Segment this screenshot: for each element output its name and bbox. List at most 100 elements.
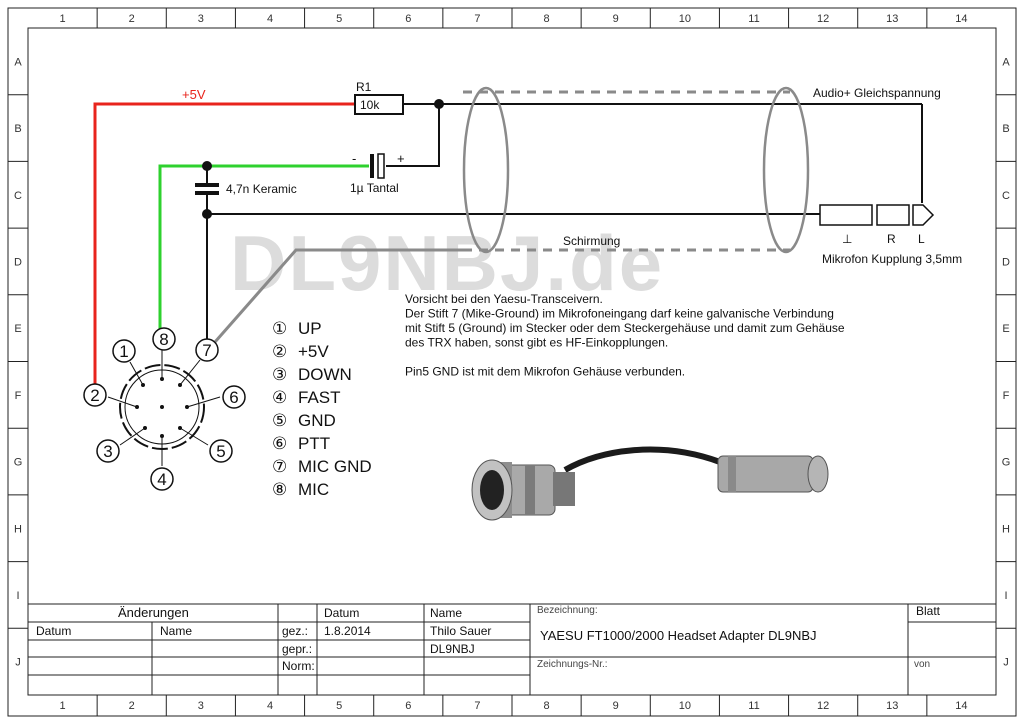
pin-center (160, 405, 164, 409)
pin-circle-1 (112, 339, 136, 363)
notes-block: Vorsicht bei den Yaesu-Transceivern.Der … (405, 292, 845, 379)
pin-legend-number: ① (272, 319, 287, 338)
grid-col-bottom: 1 (60, 700, 66, 712)
leader-1 (129, 361, 144, 386)
jack-l-label: L (918, 232, 925, 246)
ceramic-label: 4,7n Keramic (226, 182, 297, 196)
tantal-minus: - (352, 151, 356, 166)
grid-row-left: J (15, 657, 21, 669)
grid-row-right: I (1004, 590, 1007, 602)
pin-legend-label: MIC (298, 480, 329, 499)
aenderungen-name-col: Name (160, 624, 192, 638)
din-connector (107, 350, 221, 466)
aenderungen-header: Änderungen (118, 605, 189, 620)
gepr-name: DL9NBJ (430, 642, 475, 656)
pin-circle-4 (150, 467, 174, 491)
photo-jack-ring (728, 456, 736, 492)
grid-col-top: 3 (198, 13, 204, 25)
grid-row-left: D (14, 256, 22, 268)
grid-col-bottom: 8 (544, 700, 550, 712)
title-block (28, 603, 996, 695)
wire-plus5v (93, 102, 355, 395)
photo-plug-tail (553, 472, 575, 506)
r1-name: R1 (356, 80, 372, 94)
grid-col-top: 9 (613, 13, 619, 25)
jack-sleeve (819, 204, 873, 226)
note-line: Pin5 GND ist mit dem Mikrofon Gehäuse ve… (405, 365, 685, 379)
jack-ring (876, 204, 910, 226)
pin-number-8: 8 (159, 330, 168, 349)
pin-legend-label: UP (298, 319, 322, 338)
grid-row-left: I (16, 590, 19, 602)
pin-legend-number: ⑤ (272, 411, 287, 430)
adapter-photo (471, 446, 829, 521)
grid-col-top: 1 (60, 13, 66, 25)
wire-mic (158, 164, 207, 330)
grid-row-left: G (14, 457, 23, 469)
grid-col-bottom: 11 (748, 700, 759, 712)
grid-row-right: B (1002, 123, 1009, 135)
grid-col-top: 13 (886, 13, 898, 25)
photo-plug-socket (480, 470, 504, 510)
pin-number-1: 1 (119, 342, 128, 361)
pin-circle-6 (222, 385, 246, 409)
pin-legend-label: DOWN (298, 365, 352, 384)
leader-6 (186, 396, 221, 408)
blatt-label: Blatt (916, 604, 941, 618)
grid-row-right: A (1002, 56, 1010, 68)
pin-legend-number: ③ (272, 365, 287, 384)
pin-legend-number: ⑦ (272, 457, 287, 476)
grid-col-top: 6 (405, 13, 411, 25)
grid-col-bottom: 10 (679, 700, 691, 712)
watermark: DL9NBJ.de (230, 219, 664, 307)
pin-legend-number: ② (272, 342, 287, 361)
pin-circle-2 (83, 383, 107, 407)
von-label: von (914, 659, 930, 670)
note-line: Der Stift 7 (Mike-Ground) im Mikrofonein… (405, 307, 834, 321)
pin-circle-5 (209, 439, 233, 463)
note-line: mit Stift 5 (Ground) im Stecker oder dem… (405, 321, 845, 335)
pin-legend-number: ⑥ (272, 434, 287, 453)
pin-circle-8 (152, 327, 176, 351)
note-line: Vorsicht bei den Yaesu-Transceivern. (405, 292, 603, 306)
plus5v-label: +5V (182, 87, 206, 102)
pin-legend-label: MIC GND (298, 457, 372, 476)
name-header: Name (430, 606, 462, 620)
grid-row-right: F (1003, 390, 1010, 402)
leader-3 (119, 427, 146, 446)
shield-ellipse-left (462, 86, 510, 254)
leader-5 (179, 427, 209, 446)
grid-col-bottom: 9 (613, 700, 619, 712)
grid-row-left: F (15, 390, 22, 402)
grid-col-bottom: 4 (267, 700, 273, 712)
pin-number-7: 7 (202, 341, 211, 360)
gez-label: gez.: (282, 624, 308, 638)
pin-circle-7 (195, 338, 219, 362)
tantal-label: 1µ Tantal (350, 181, 399, 195)
wire-shield (213, 248, 463, 343)
pin-number-5: 5 (216, 442, 225, 461)
jack-tip (912, 204, 935, 226)
grid-col-top: 12 (817, 13, 829, 25)
leader-7 (179, 359, 201, 386)
gez-name: Thilo Sauer (430, 624, 491, 638)
note-line: des TRX haben, sonst gibt es HF-Einkoppl… (405, 336, 668, 350)
pin-legend-label: +5V (298, 342, 329, 361)
pin-number-3: 3 (103, 442, 112, 461)
grid-col-bottom: 3 (198, 700, 204, 712)
grid-col-top: 14 (955, 13, 967, 25)
grid-row-right: J (1003, 657, 1009, 669)
pin-circle-3 (96, 439, 120, 463)
wire-to-tantal-plus (386, 104, 440, 167)
grid-row-right: C (1002, 190, 1010, 202)
grid-row-right: H (1002, 523, 1010, 535)
grid-col-bottom: 6 (405, 700, 411, 712)
tantal-plate-b (377, 153, 385, 179)
grid-row-left: E (14, 323, 21, 335)
pin-legend-label: GND (298, 411, 336, 430)
pin-legend-number: ⑧ (272, 480, 287, 499)
photo-cable (563, 446, 722, 473)
jack-r-label: R (887, 232, 896, 246)
